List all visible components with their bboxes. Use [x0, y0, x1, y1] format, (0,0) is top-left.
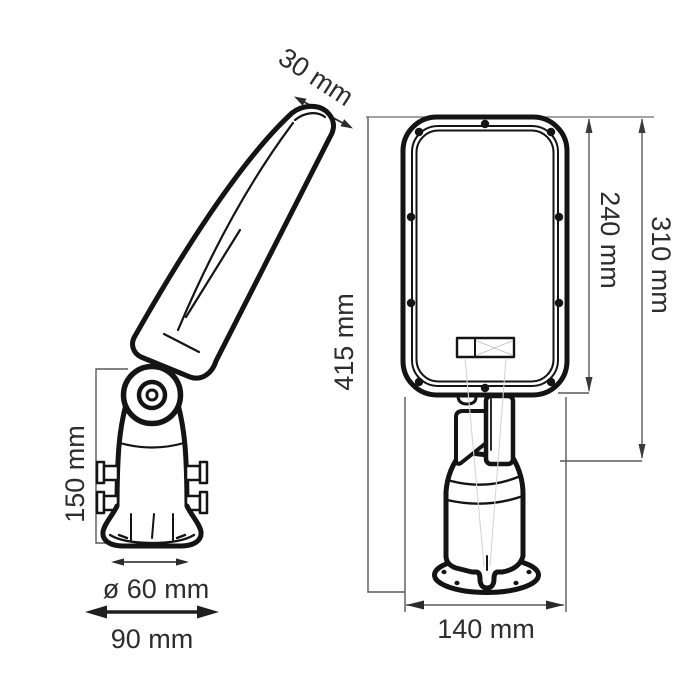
base-skirt-inner-edge [108, 533, 196, 545]
bell-seam-upper [449, 475, 520, 486]
arrowhead-icon [638, 118, 646, 133]
screw-dot [480, 383, 490, 393]
screw-dot [414, 127, 424, 137]
dim-label-housing-height: 240 mm [595, 191, 625, 289]
housing-gasket-inner [415, 129, 555, 383]
construction-line [464, 357, 485, 567]
screw-dot [546, 127, 556, 137]
bolt-cap [198, 490, 209, 515]
housing-screws [406, 119, 564, 393]
flange-hole [441, 569, 447, 575]
arrowhead-icon [638, 444, 646, 459]
dim-label-mount-height: 150 mm [60, 425, 90, 523]
screw-dot [406, 212, 416, 222]
arrowhead-icon [406, 600, 424, 610]
flange-hole [454, 580, 460, 586]
flange-hole [513, 580, 519, 586]
arrowhead-icon [176, 558, 189, 566]
dim-label-housing-width: 140 mm [437, 614, 535, 644]
mounting-bracket [454, 409, 488, 466]
label-plate-detail [476, 340, 513, 356]
base-neck-seam [118, 441, 186, 449]
arrowhead-icon [294, 96, 307, 106]
lamp-head-tip-inner [293, 112, 327, 122]
arrowhead-icon [340, 119, 353, 129]
lamp-head-hinge-line [162, 332, 201, 354]
dim-label-total-height: 415 mm [329, 293, 359, 391]
bolt-stem [102, 464, 120, 482]
arrowhead-icon [197, 605, 219, 619]
arrowhead-icon [111, 558, 124, 566]
screw-dot [406, 298, 416, 308]
housing-outline [400, 114, 570, 398]
arrowhead-icon [546, 600, 564, 610]
screw-dot [554, 212, 564, 222]
construction-line [489, 357, 507, 567]
base-bell [443, 449, 526, 591]
arrowhead-icon [85, 605, 107, 619]
flange-hole [526, 569, 532, 575]
dim-label-tube-diameter: ø 60 mm [103, 574, 210, 604]
housing-clip [456, 395, 478, 406]
dimension-annotations [85, 96, 654, 619]
label-plate [455, 336, 516, 359]
screw-dot [480, 119, 490, 129]
screw-dot [546, 377, 556, 387]
pivot-bolt-center [145, 388, 159, 402]
bolt-stem [184, 464, 202, 482]
screw-dot [414, 377, 424, 387]
base-center-mark [151, 513, 155, 539]
skirt-hole [175, 533, 187, 540]
construction-lines [464, 357, 507, 567]
skirt-hole [117, 533, 129, 540]
bell-seam-lower [445, 494, 525, 505]
dim-bracket-150 [95, 368, 128, 544]
dim-label-base-width: 90 mm [111, 624, 194, 654]
arrowhead-icon [585, 377, 593, 392]
arrowhead-icon [585, 118, 593, 133]
mounting-arm [483, 393, 516, 467]
front-view [400, 114, 570, 595]
side-view [95, 103, 336, 549]
lamp-head-inner-edge [176, 121, 295, 332]
lamp-head-fold-line [184, 228, 242, 319]
dim-label-housing-plus-arm-height: 310 mm [646, 216, 676, 314]
screw-dot [554, 298, 564, 308]
dim-bracket-415 [367, 117, 405, 593]
bolt-cap [198, 460, 209, 485]
